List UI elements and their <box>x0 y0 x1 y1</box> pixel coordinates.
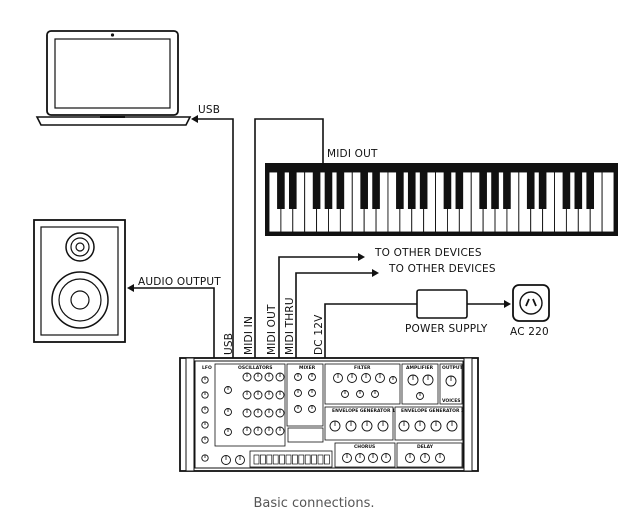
chorus-label: CHORUS <box>354 444 375 450</box>
jack-midi-out-label: MIDI OUT <box>266 304 278 355</box>
synth-pad <box>285 454 292 465</box>
black-key <box>443 172 452 209</box>
ac-220-label: AC 220 <box>510 326 549 338</box>
power-supply-label: POWER SUPPLY <box>405 323 488 335</box>
white-key <box>601 171 615 233</box>
ac-outlet-icon <box>512 284 550 322</box>
midi-out-keyboard-label: MIDI OUT <box>327 148 378 160</box>
to-other-devices-label-1: TO OTHER DEVICES <box>374 247 482 259</box>
black-key <box>526 172 535 209</box>
synth-pad <box>298 454 305 465</box>
synth-pad <box>311 454 317 465</box>
oscillators-label: OSCILLATORS <box>238 365 273 371</box>
jack-midi-in-label: MIDI IN <box>243 316 255 355</box>
jack-dc-12v-label: DC 12V <box>313 314 325 355</box>
black-key <box>324 172 333 209</box>
amplifier-label: AMPLIFIER <box>406 365 434 371</box>
delay-label: DELAY <box>417 444 434 450</box>
jack-usb-label: USB <box>223 333 235 355</box>
speaker-icon <box>33 219 126 343</box>
output-label: OUTPUT <box>442 365 464 371</box>
synth-pad <box>272 454 279 465</box>
env2-label: ENVELOPE GENERATOR 2 <box>401 408 464 414</box>
black-key <box>479 172 487 209</box>
black-key <box>336 172 345 209</box>
synth-pad <box>266 454 273 465</box>
black-key <box>288 172 297 209</box>
env1-label: ENVELOPE GENERATOR 1 <box>332 408 395 414</box>
voices-label: VOICES <box>442 398 461 404</box>
audio-output-label: AUDIO OUTPUT <box>138 276 221 288</box>
black-key <box>277 172 285 209</box>
to-other-devices-label-2: TO OTHER DEVICES <box>388 263 496 275</box>
synth-pad <box>253 454 260 465</box>
black-key <box>586 172 595 209</box>
black-key <box>503 172 511 209</box>
midi-keyboard-icon <box>265 163 618 236</box>
cables <box>127 115 511 362</box>
black-key <box>312 172 321 209</box>
black-key <box>396 172 404 209</box>
synth-pad <box>292 454 298 465</box>
filter-label: FILTER <box>354 365 371 371</box>
black-key <box>574 172 583 209</box>
black-key <box>455 172 464 209</box>
black-key <box>360 172 368 209</box>
mixer-label: MIXER <box>299 365 316 371</box>
power-supply-icon <box>416 289 468 319</box>
black-key <box>562 172 571 209</box>
black-key <box>419 172 428 209</box>
laptop-icon <box>35 30 192 126</box>
synth-pad <box>304 454 311 465</box>
black-key <box>407 172 416 209</box>
synth-pad <box>260 454 266 465</box>
synth-pad <box>279 454 285 465</box>
lfo-label: LFO <box>202 365 212 371</box>
black-key <box>538 172 547 209</box>
synth-pad <box>317 454 324 465</box>
jack-midi-thru-label: MIDI THRU <box>284 297 296 355</box>
black-key <box>491 172 499 209</box>
caption: Basic connections. <box>253 496 374 511</box>
usb-label: USB <box>198 104 220 116</box>
synth-pad <box>324 454 330 465</box>
black-key <box>372 172 380 209</box>
synthesizer-icon: LFO OSCILLATORS MIXER FILTER AMPLIFIER O… <box>179 357 479 472</box>
